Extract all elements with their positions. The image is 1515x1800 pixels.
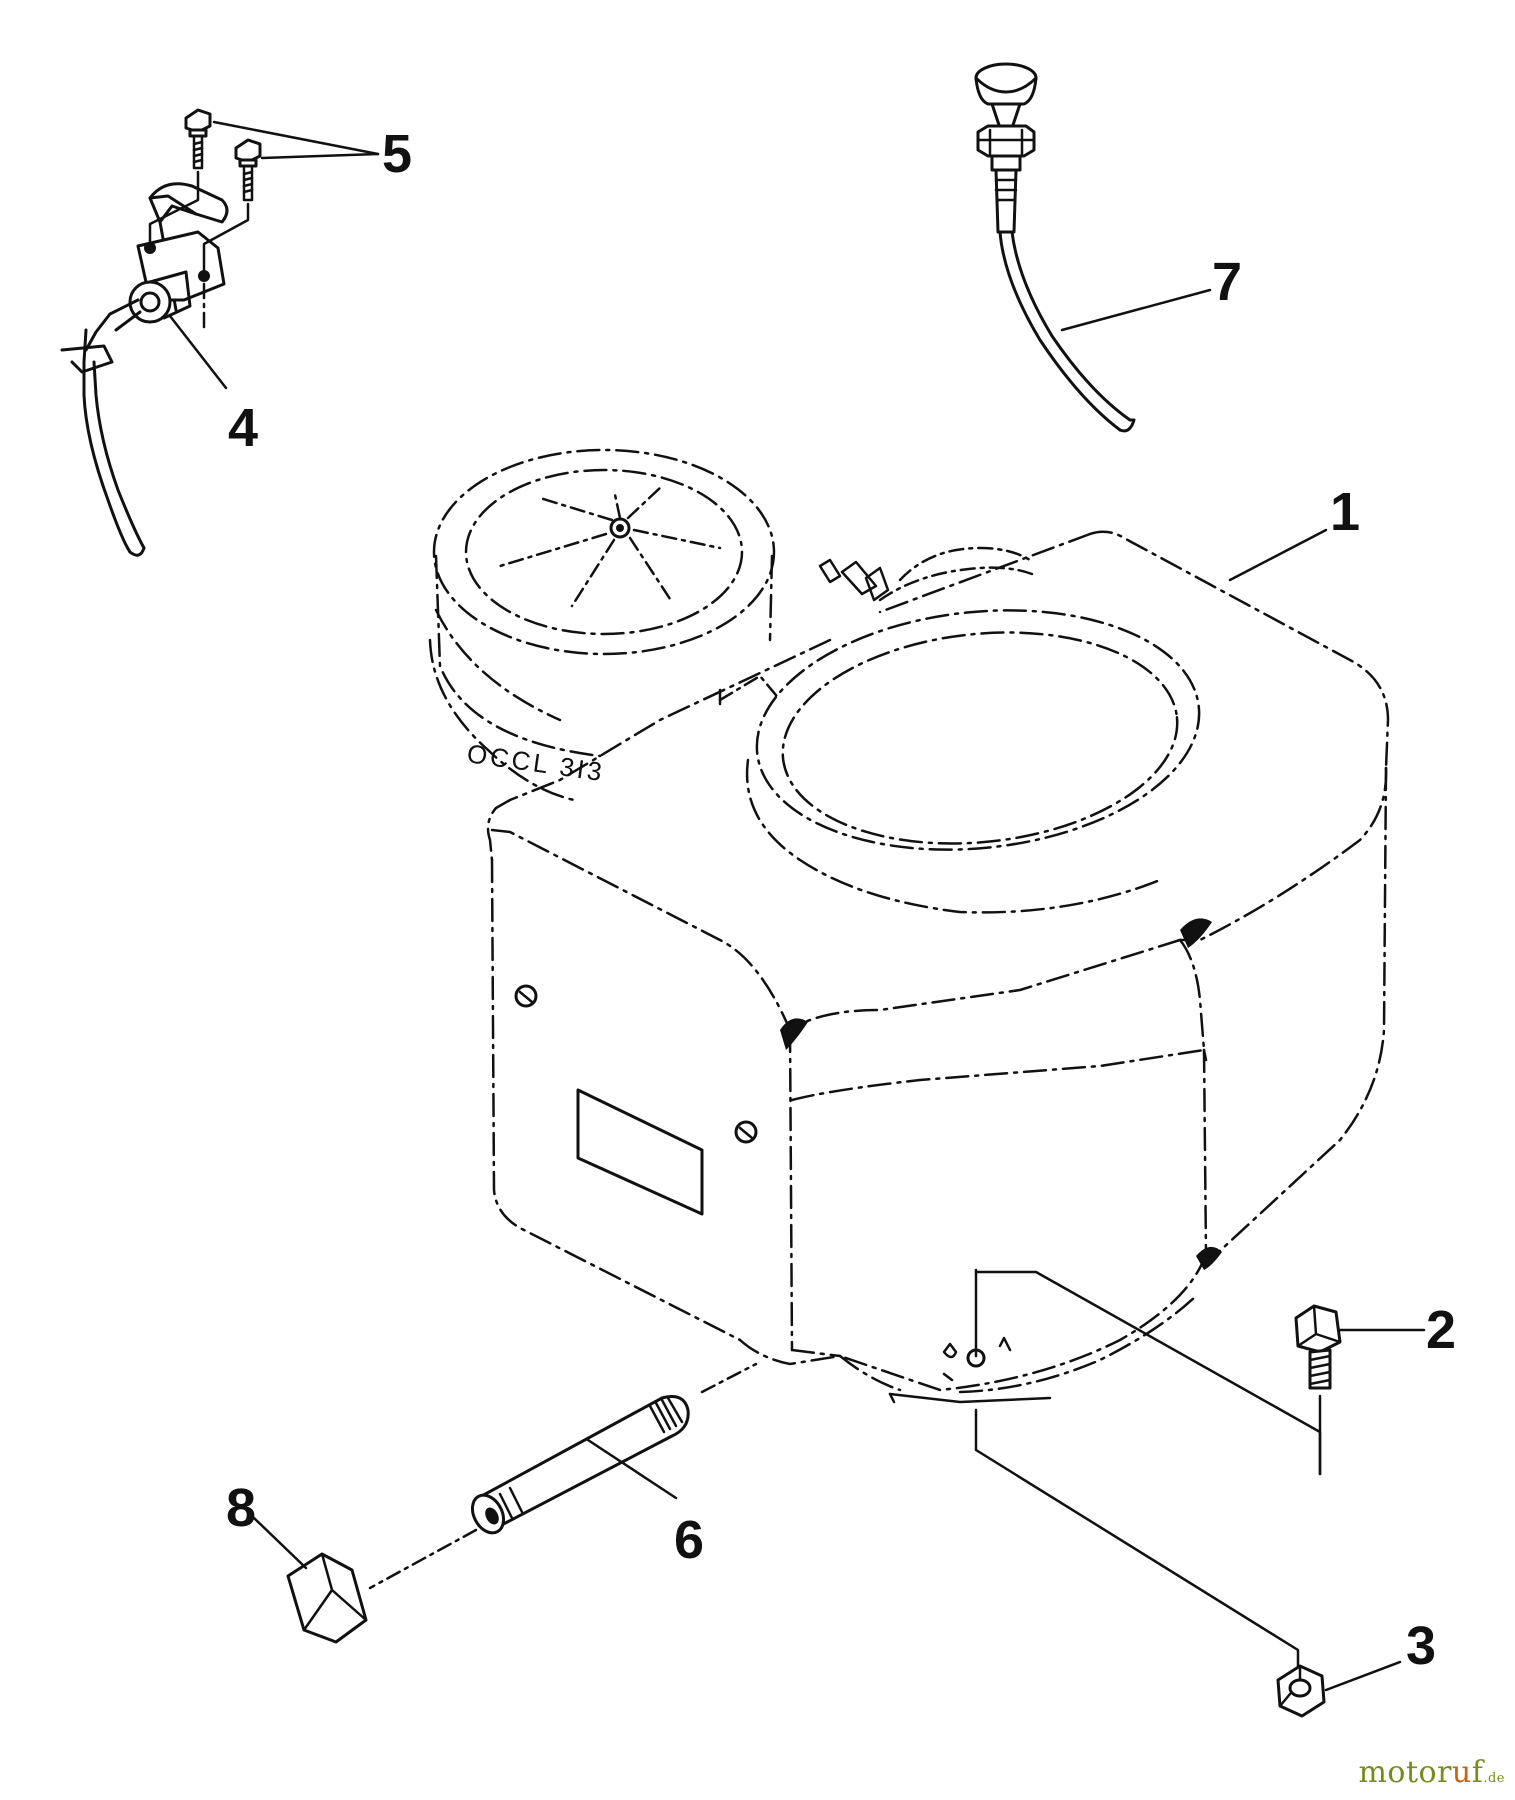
choke-cable [998, 230, 1122, 432]
callout-number-6: 6 [674, 1510, 704, 1570]
callout-number-1: 1 [1330, 482, 1360, 542]
throttle-cable [82, 360, 132, 554]
callout-7: 7 [1060, 252, 1242, 332]
callout-1: 1 [1228, 482, 1360, 582]
callout-8: 8 [226, 1478, 308, 1570]
hex-nut-part [286, 1552, 368, 1644]
callout-number-4: 4 [228, 398, 258, 458]
choke-control-part [974, 62, 1136, 433]
throttle-control-part [60, 182, 229, 557]
callout-number-2: 2 [1426, 1300, 1456, 1360]
screw-part [148, 108, 262, 332]
engine-id-plate [576, 1088, 704, 1216]
recoil-cover [755, 609, 1201, 851]
callout-number-3: 3 [1406, 1616, 1436, 1676]
air-cleaner [432, 448, 776, 656]
callout-3: 3 [1324, 1616, 1436, 1692]
callout-2: 2 [1338, 1300, 1456, 1360]
assembly-lines [974, 1268, 1322, 1670]
throttle-lever-handle [148, 182, 229, 224]
lock-nut-part [1276, 1664, 1326, 1718]
callout-number-7: 7 [1212, 252, 1242, 312]
bolt-part [1294, 1304, 1342, 1390]
air-cleaner-spokes [498, 484, 722, 608]
callout-number-5: 5 [382, 124, 412, 184]
callout-5: 5 [212, 120, 412, 184]
stud-part [368, 1362, 758, 1590]
callout-6: 6 [586, 1438, 704, 1570]
watermark-logo: motoruf.de [1358, 1755, 1505, 1790]
engine-fittings [718, 546, 1034, 712]
engine-decal-text: OCCL 3I3 [465, 738, 606, 787]
engine-part: OCCL 3I3 [428, 448, 1390, 1404]
callout-4: 4 [168, 314, 258, 458]
callout-number-8: 8 [226, 1478, 256, 1538]
